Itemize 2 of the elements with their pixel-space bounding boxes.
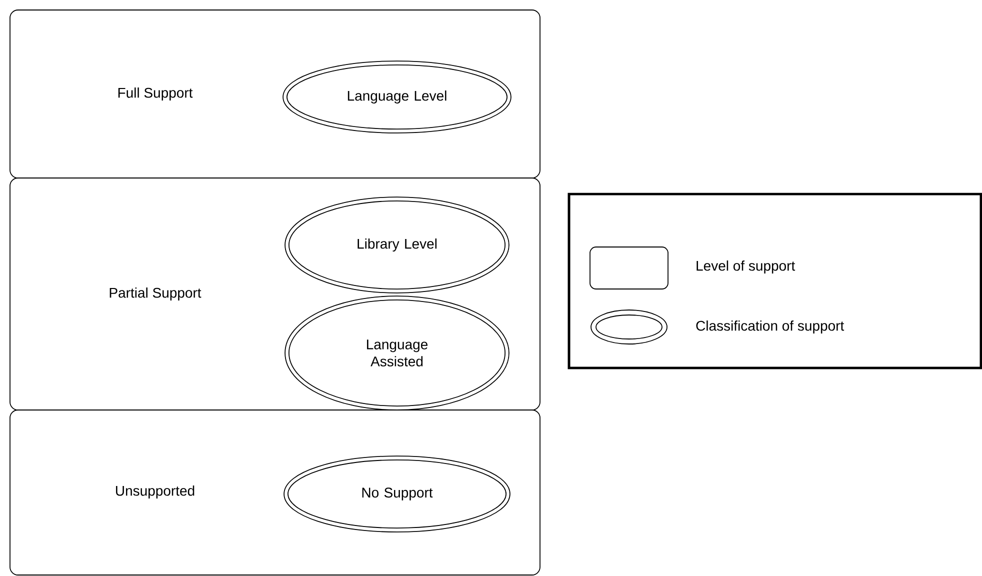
legend-text: Classification of support: [696, 320, 844, 334]
legend-text: Level of support: [696, 260, 796, 274]
